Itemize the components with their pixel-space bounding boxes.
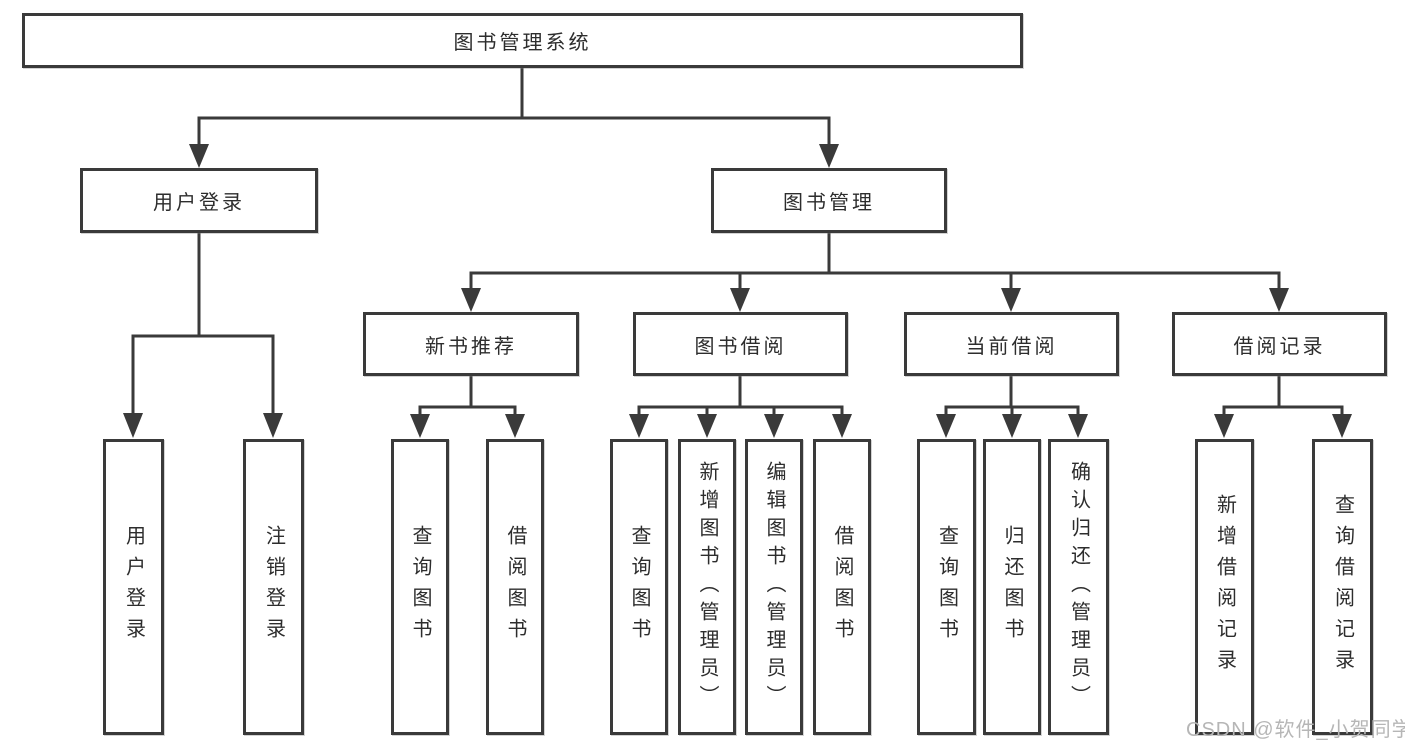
leaf-br-add-record: 新增借阅记录	[1195, 439, 1254, 735]
node-user-login: 用户登录	[80, 168, 318, 233]
csdn-watermark: CSDN @软件_小贺同学	[1186, 719, 1405, 741]
leaf-nbr-borrow-books: 借阅图书	[486, 439, 544, 735]
connector-userlogin-to-leaves	[131, 233, 275, 414]
leaf-bb-query-books: 查询图书	[610, 439, 668, 735]
leaf-user-login: 用户登录	[103, 439, 164, 735]
connector-currentborrow-to-leaves	[944, 376, 1080, 415]
leaf-bb-borrow-books: 借阅图书	[813, 439, 871, 735]
connector-bookborrow-to-leaves	[637, 376, 844, 415]
node-current-borrowing: 当前借阅	[904, 312, 1119, 376]
leaf-cb-query-books: 查询图书	[917, 439, 976, 735]
node-borrowing-records: 借阅记录	[1172, 312, 1387, 376]
node-new-book-recommend: 新书推荐	[363, 312, 579, 376]
arrowheads	[123, 144, 1352, 438]
leaf-cb-return-books: 归还图书	[983, 439, 1041, 735]
connector-bookmgmt-to-level3	[469, 233, 1281, 290]
node-book-borrowing: 图书借阅	[633, 312, 848, 376]
leaf-bb-add-book-admin: 新增图书（管理员）	[678, 439, 736, 735]
connector-borrowrecords-to-leaves	[1222, 376, 1344, 415]
leaf-cb-confirm-return-admin: 确认归还（管理员）	[1048, 439, 1109, 735]
leaf-br-query-record: 查询借阅记录	[1312, 439, 1373, 735]
node-book-management: 图书管理	[711, 168, 947, 233]
leaf-bb-edit-book-admin: 编辑图书（管理员）	[745, 439, 803, 735]
connector-newbookrec-to-leaves	[418, 376, 517, 415]
connector-root-to-level2	[197, 68, 831, 145]
leaf-nbr-query-books: 查询图书	[391, 439, 449, 735]
leaf-logout: 注销登录	[243, 439, 304, 735]
node-root-system: 图书管理系统	[22, 13, 1023, 68]
